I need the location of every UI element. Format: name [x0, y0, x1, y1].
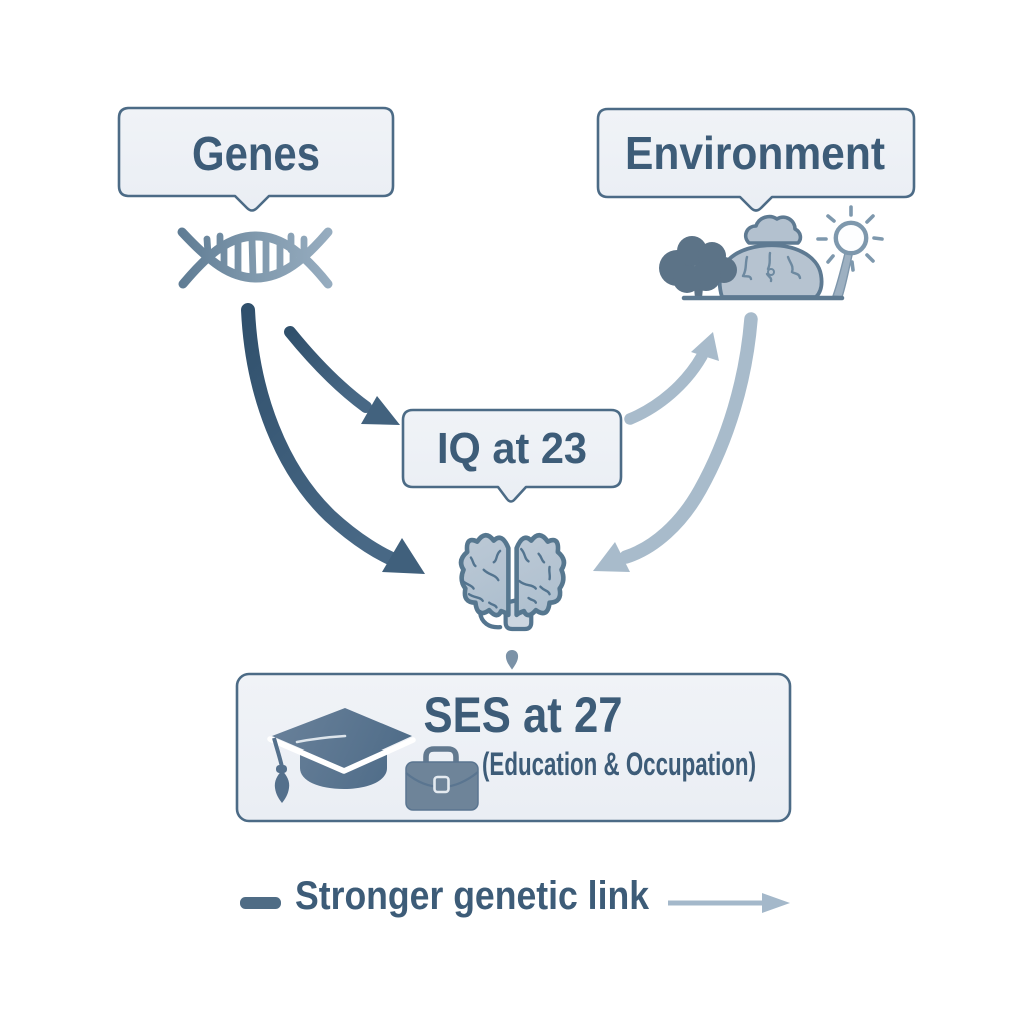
svg-text:Environment: Environment	[625, 127, 885, 179]
svg-text:(Education & Occupation): (Education & Occupation)	[482, 746, 756, 782]
svg-text:IQ at 23: IQ at 23	[437, 424, 587, 473]
svg-text:Stronger genetic link: Stronger genetic link	[295, 874, 650, 918]
svg-text:SES at 27: SES at 27	[424, 687, 623, 743]
svg-text:Genes: Genes	[192, 128, 320, 181]
